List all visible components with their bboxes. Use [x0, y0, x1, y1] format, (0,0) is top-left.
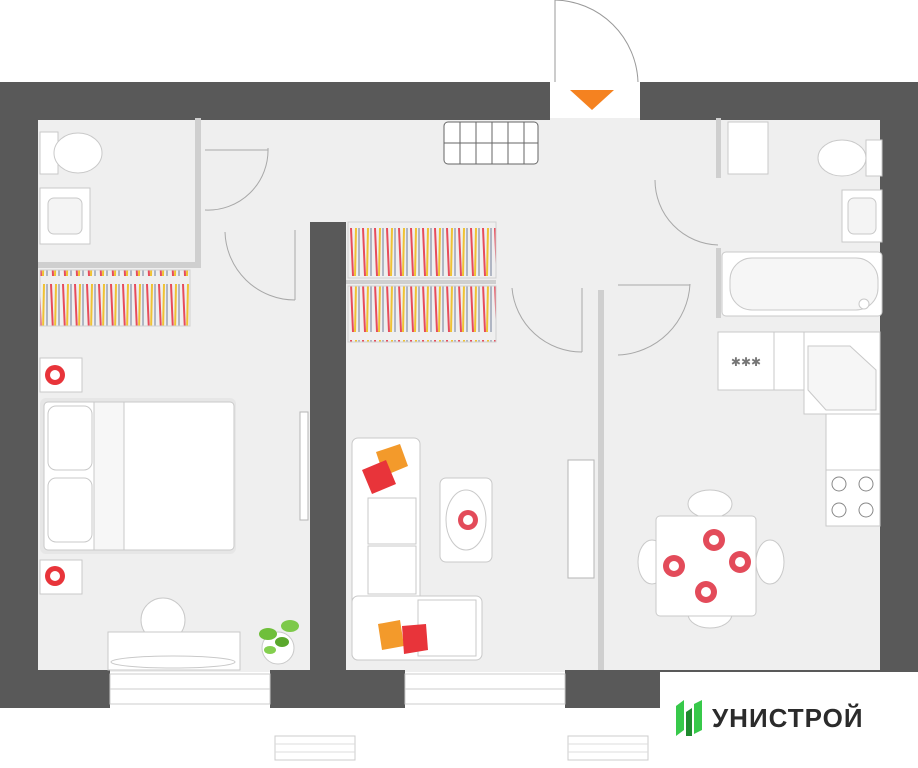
nightstands [39, 357, 83, 595]
brand-logo: УНИСТРОЙ [676, 690, 864, 746]
tv-stand [567, 459, 595, 579]
bookshelf-living-top [347, 221, 497, 279]
exterior-walls [0, 82, 918, 708]
left-bathroom [39, 131, 103, 245]
sofa [351, 437, 483, 661]
brand-name: УНИСТРОЙ [712, 702, 864, 733]
apartment-floor [38, 118, 884, 672]
interior-walls [310, 222, 346, 672]
interior-doors [204, 147, 719, 356]
coffee-table [439, 477, 493, 563]
dining-table [637, 489, 785, 629]
plant-icon [259, 620, 299, 665]
kitchen-counter: ✱✱✱ [717, 331, 881, 527]
bedroom-wardrobe [299, 411, 309, 521]
bookshelf-living-bottom [347, 285, 497, 343]
entrance-door [554, 0, 639, 83]
svg-text:✱✱✱: ✱✱✱ [731, 355, 761, 369]
entrance-arrow-icon [570, 90, 614, 110]
bookshelf-bedroom [39, 269, 191, 327]
right-bathroom [721, 121, 883, 317]
bed [40, 398, 236, 554]
radiator [443, 121, 539, 165]
partitions [38, 118, 721, 670]
bedroom-desk [107, 597, 241, 671]
windows [109, 673, 649, 761]
logo-mark-icon [676, 700, 702, 736]
